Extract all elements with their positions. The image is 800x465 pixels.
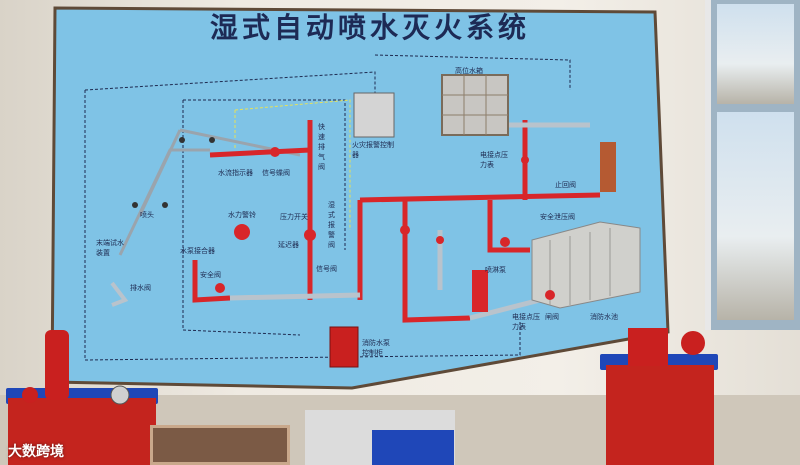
- fire-alarm-panel: [354, 93, 394, 137]
- label-roof-tank: 高位水箱: [455, 66, 483, 76]
- poster-title: 湿式自动喷水灭火系统: [180, 6, 560, 46]
- label-pressure-switch: 压力开关: [280, 212, 308, 222]
- roof-tank: [442, 75, 508, 135]
- pump-control-cabinet: [330, 327, 358, 367]
- label-pump-cabinet: 消防水泵控制柜: [362, 338, 392, 358]
- label-sprinkler: 喷头: [140, 210, 154, 220]
- label-alarm-valve: 湿式报警阀: [328, 200, 336, 250]
- valve-sample: [22, 387, 38, 403]
- display-stand-middle-blue: [372, 430, 454, 465]
- fire-extinguisher: [45, 330, 69, 400]
- label-relief-valve: 安全泄压阀: [540, 212, 575, 222]
- floor-mat: [150, 425, 290, 465]
- label-gate-valve: 闸阀: [545, 312, 559, 322]
- label-safety-valve: 安全阀: [200, 270, 221, 280]
- label-pressure-switch-top: 电接点压力表: [480, 150, 510, 170]
- label-exhaust-valve: 快速排气阀: [318, 122, 326, 172]
- flange-sample: [681, 331, 705, 355]
- gauge-sample: [111, 386, 129, 404]
- right-stand-items: [618, 318, 718, 378]
- label-drain-valve: 排水阀: [130, 283, 151, 293]
- display-stand-right: [606, 365, 714, 465]
- label-delay-device: 延迟器: [278, 240, 299, 250]
- left-stand-items: [0, 325, 160, 415]
- label-flow-indicator: 水流指示器: [218, 168, 253, 178]
- alarm-valve-sample: [628, 328, 668, 366]
- label-adapter: 水泵接合器: [180, 246, 215, 256]
- label-signal-valve: 信号蝶阀: [262, 168, 290, 178]
- label-stop-valve: 止回阀: [555, 180, 576, 190]
- label-fire-panel: 火灾报警控制器: [352, 140, 394, 160]
- water-alarm-bell: [234, 224, 250, 240]
- watermark: 大数跨境: [8, 441, 64, 461]
- label-pressure-gauge: 电接点压力表: [512, 312, 542, 332]
- label-pump: 喷淋泵: [485, 265, 506, 275]
- label-end-test: 末端试水装置: [96, 238, 124, 258]
- label-fire-tank: 消防水池: [590, 312, 618, 322]
- pressure-tank: [600, 142, 616, 192]
- label-signal-valve-2: 信号阀: [316, 264, 337, 274]
- sprinkler-pump: [472, 270, 488, 312]
- label-water-bell: 水力警铃: [228, 210, 256, 220]
